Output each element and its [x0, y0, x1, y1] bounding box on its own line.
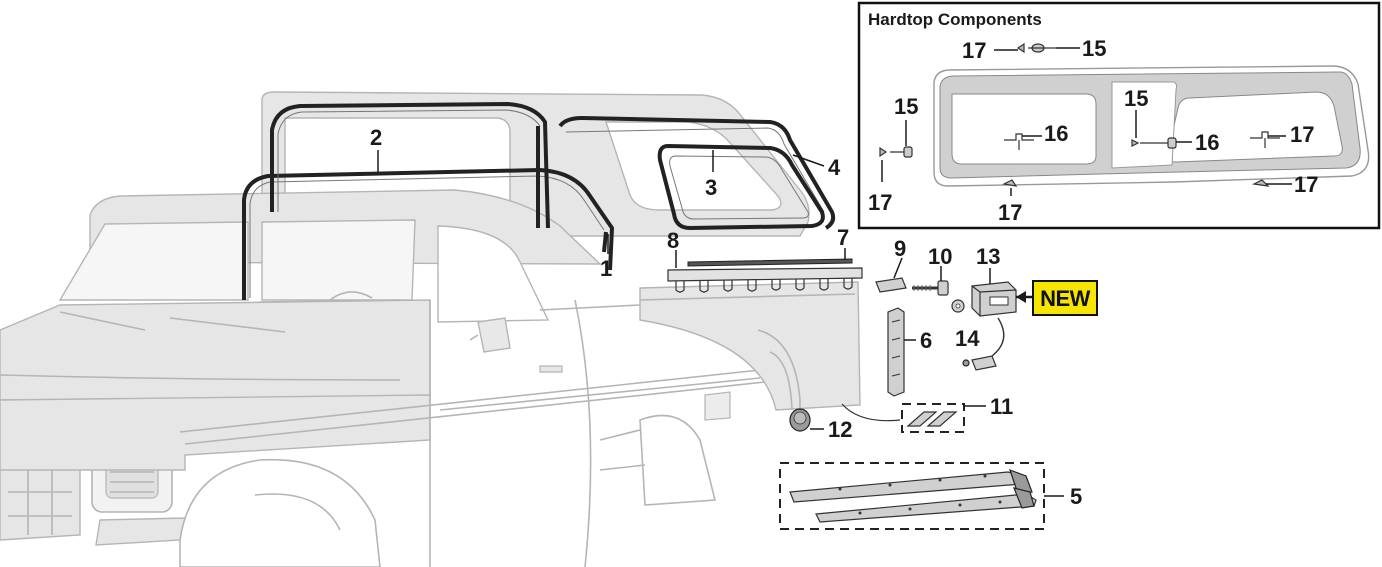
- callout-13: 13: [976, 244, 1000, 269]
- inset-callout-17-bottom: 17: [998, 200, 1022, 225]
- callout-labels: 2 3 4 1 8 7 9 10 13 14 6 11 12 5: [370, 125, 1082, 509]
- inset-title: Hardtop Components: [868, 10, 1042, 29]
- callout-5: 5: [1070, 484, 1082, 509]
- callout-11: 11: [990, 394, 1013, 419]
- inset-callout-17-left: 17: [868, 190, 892, 215]
- inset-callout-15-left: 15: [894, 94, 918, 119]
- leader-lines: [377, 150, 1064, 497]
- inset-callout-15-middle: 16: [1195, 130, 1219, 155]
- weatherstrip-parts: [242, 102, 836, 300]
- hardtop-components-inset: Hardtop Components: [857, 1, 1381, 230]
- new-badge-label: NEW: [1040, 286, 1091, 311]
- callout-10: 10: [928, 244, 952, 269]
- callout-12: 12: [828, 417, 852, 442]
- new-badge: NEW: [1016, 280, 1098, 316]
- callout-3: 3: [705, 175, 717, 200]
- inset-callout-15-top: 15: [1082, 36, 1106, 61]
- inset-callout-16-right: 17: [1290, 122, 1314, 147]
- callout-2: 2: [370, 125, 382, 150]
- callout-8: 8: [667, 228, 679, 253]
- callout-14: 14: [955, 326, 980, 351]
- callout-7: 7: [837, 225, 849, 250]
- inset-callout-17-middle: 15: [1124, 86, 1148, 111]
- callout-6: 6: [920, 328, 932, 353]
- callout-4: 4: [828, 155, 841, 180]
- vehicle-outline: [0, 91, 861, 567]
- inset-callout-16-left: 16: [1044, 121, 1068, 146]
- inset-callout-17-top: 17: [962, 38, 986, 63]
- inset-callout-17-right: 17: [1294, 172, 1318, 197]
- callout-9: 9: [894, 236, 906, 261]
- callout-1: 1: [600, 256, 612, 281]
- hardware-parts: [667, 258, 1045, 530]
